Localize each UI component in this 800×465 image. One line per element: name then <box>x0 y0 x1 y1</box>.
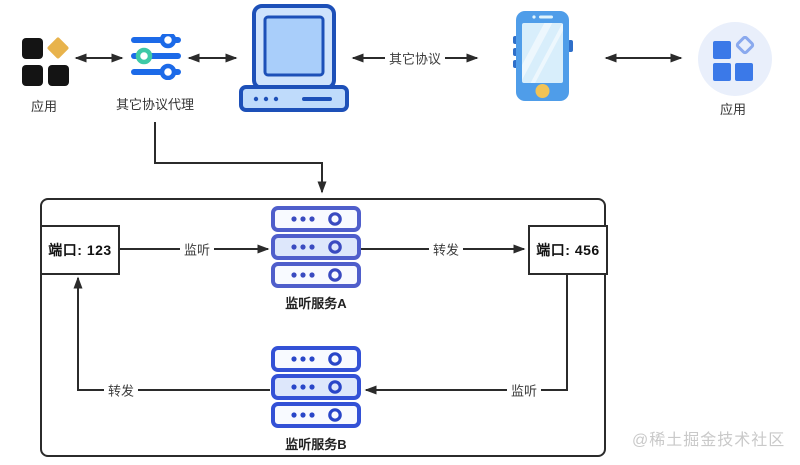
app-grid-icon <box>22 37 69 86</box>
server-stack-b-icon <box>271 346 361 428</box>
flow-outer-box <box>40 198 606 457</box>
edge-forward-bottom-label: 转发 <box>103 380 139 400</box>
phone-icon <box>513 11 573 101</box>
app-circle-grid <box>713 36 755 81</box>
proxy-label: 其它协议代理 <box>115 97 195 112</box>
app-circle-icon <box>698 22 772 96</box>
app-left-label: 应用 <box>30 99 58 114</box>
server-stack-a-icon <box>271 206 361 288</box>
edge-forward-top-label: 转发 <box>428 239 464 259</box>
watermark-text: @稀土掘金技术社区 <box>632 432 786 449</box>
app-right-label: 应用 <box>719 102 747 117</box>
port-456-box: 端口: 456 <box>528 225 608 275</box>
port-123-box: 端口: 123 <box>40 225 120 275</box>
sliders-icon <box>131 34 181 80</box>
service-b-label: 监听服务B <box>285 437 347 452</box>
edge-listen-bottom-label: 监听 <box>506 380 542 400</box>
service-a-label: 监听服务A <box>285 296 347 311</box>
computer-icon <box>239 4 349 112</box>
protocol-edge-label: 其它协议 <box>384 48 446 68</box>
edge-listen-top-label: 监听 <box>179 239 215 259</box>
